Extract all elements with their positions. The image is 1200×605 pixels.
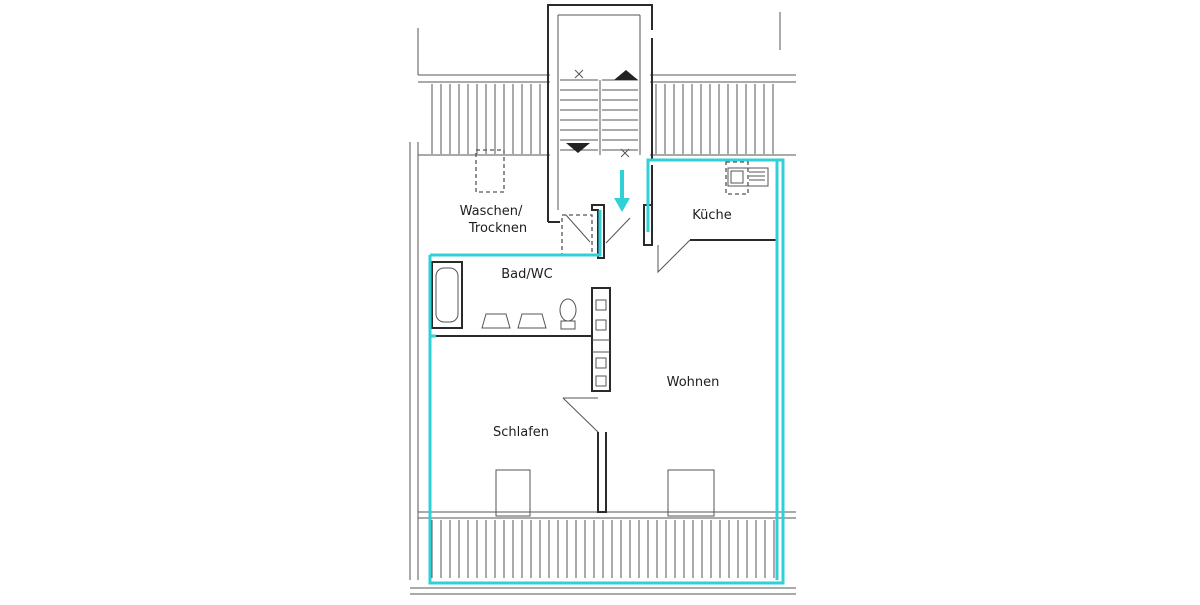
stairwell (547, 4, 653, 223)
sink-icon (727, 167, 769, 187)
room-label-bad: Bad/WC (501, 267, 552, 282)
room-label-schlafen: Schlafen (493, 425, 549, 440)
apartment-highlight (428, 158, 785, 585)
bathtub-icon (431, 261, 463, 329)
entrance-arrow-icon (614, 170, 630, 212)
room-label-waschen-line1: Waschen/ (460, 204, 523, 219)
toilet-icon (559, 298, 577, 330)
washbasin-icon (481, 313, 547, 329)
room-label-waschen-line2: Trocknen (468, 221, 527, 236)
roof-hatch-top-left (431, 84, 541, 154)
room-label-wohnen: Wohnen (667, 375, 720, 390)
roof-edges (418, 74, 796, 519)
stair-down-arrow-icon (566, 143, 590, 153)
roof-hatch-bottom (431, 520, 775, 578)
room-label-kueche: Küche (692, 208, 732, 223)
skylights (475, 149, 749, 256)
stair-cross-marks (574, 69, 630, 158)
roof-hatch-top-right (655, 84, 774, 154)
stair-up-arrow-icon (614, 70, 638, 80)
roof-windows (495, 469, 715, 517)
outer-frame (409, 12, 796, 595)
